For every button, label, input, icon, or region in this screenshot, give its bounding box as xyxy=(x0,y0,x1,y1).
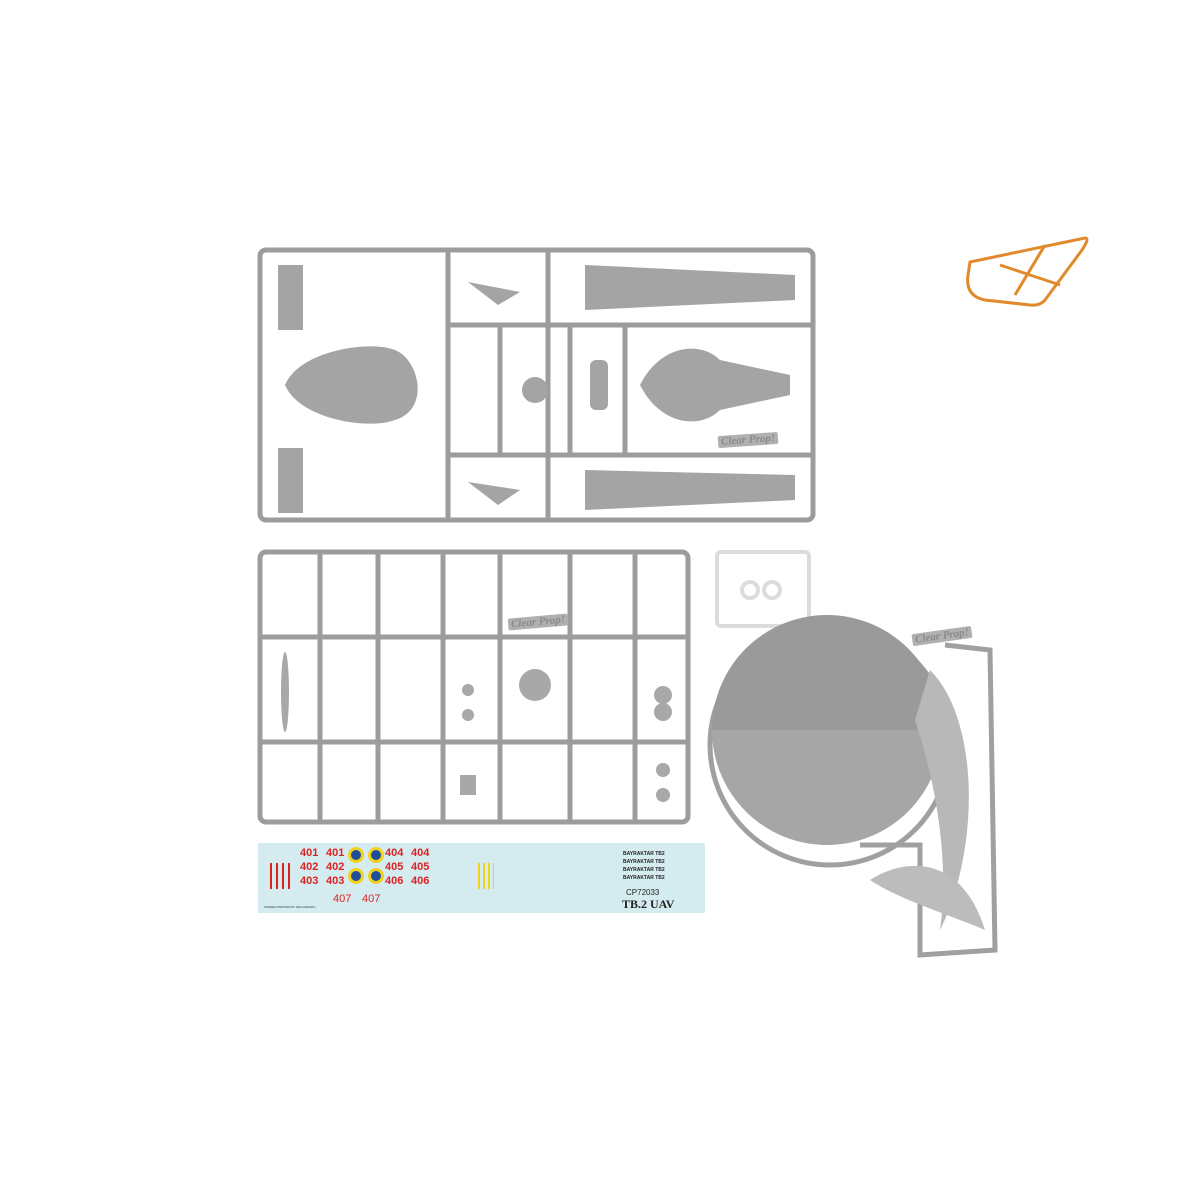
decal-number: 405 xyxy=(385,861,404,873)
decal-number: 401 xyxy=(326,847,345,859)
roundel xyxy=(348,868,364,884)
sprue-a-frame xyxy=(257,247,816,523)
decal-number: 403 xyxy=(326,875,345,887)
roundel xyxy=(348,847,364,863)
red-stripes xyxy=(270,863,292,889)
decal-number: 407 xyxy=(333,893,352,905)
decal-title: TB.2 UAV xyxy=(622,897,675,911)
roundel xyxy=(368,847,384,863)
decal-number: 401 xyxy=(300,847,319,859)
decal-number: 406 xyxy=(411,875,430,887)
printer-note: SCREEN PRINTED BY DECOGRAPH xyxy=(264,905,316,909)
decal-number: 406 xyxy=(385,875,404,887)
decal-number: 405 xyxy=(411,861,430,873)
decal-number: 402 xyxy=(300,861,319,873)
decal-label: BAYRAKTAR TB2 xyxy=(623,851,665,857)
decal-label: BAYRAKTAR TB2 xyxy=(623,867,665,873)
sprue-b-parts xyxy=(281,652,672,802)
clear-sprue xyxy=(715,550,811,628)
kit-code: CP72033 xyxy=(626,888,660,897)
decal-sheet: 401 401 402 402 403 403 404 404 405 405 … xyxy=(258,843,705,913)
decal-number: 402 xyxy=(326,861,345,873)
decal-label: BAYRAKTAR TB2 xyxy=(623,875,665,881)
decal-number: 404 xyxy=(411,847,430,859)
decal-number: 407 xyxy=(362,893,381,905)
yellow-stripes xyxy=(478,863,494,889)
decal-number: 403 xyxy=(300,875,319,887)
decal-label: BAYRAKTAR TB2 xyxy=(623,859,665,865)
sprue-b-frame xyxy=(257,549,691,825)
clear-prop-logo xyxy=(966,236,1089,307)
roundel xyxy=(368,868,384,884)
canopy-sprue xyxy=(707,615,998,958)
decal-number: 404 xyxy=(385,847,404,859)
sprue-a-parts xyxy=(278,265,795,513)
